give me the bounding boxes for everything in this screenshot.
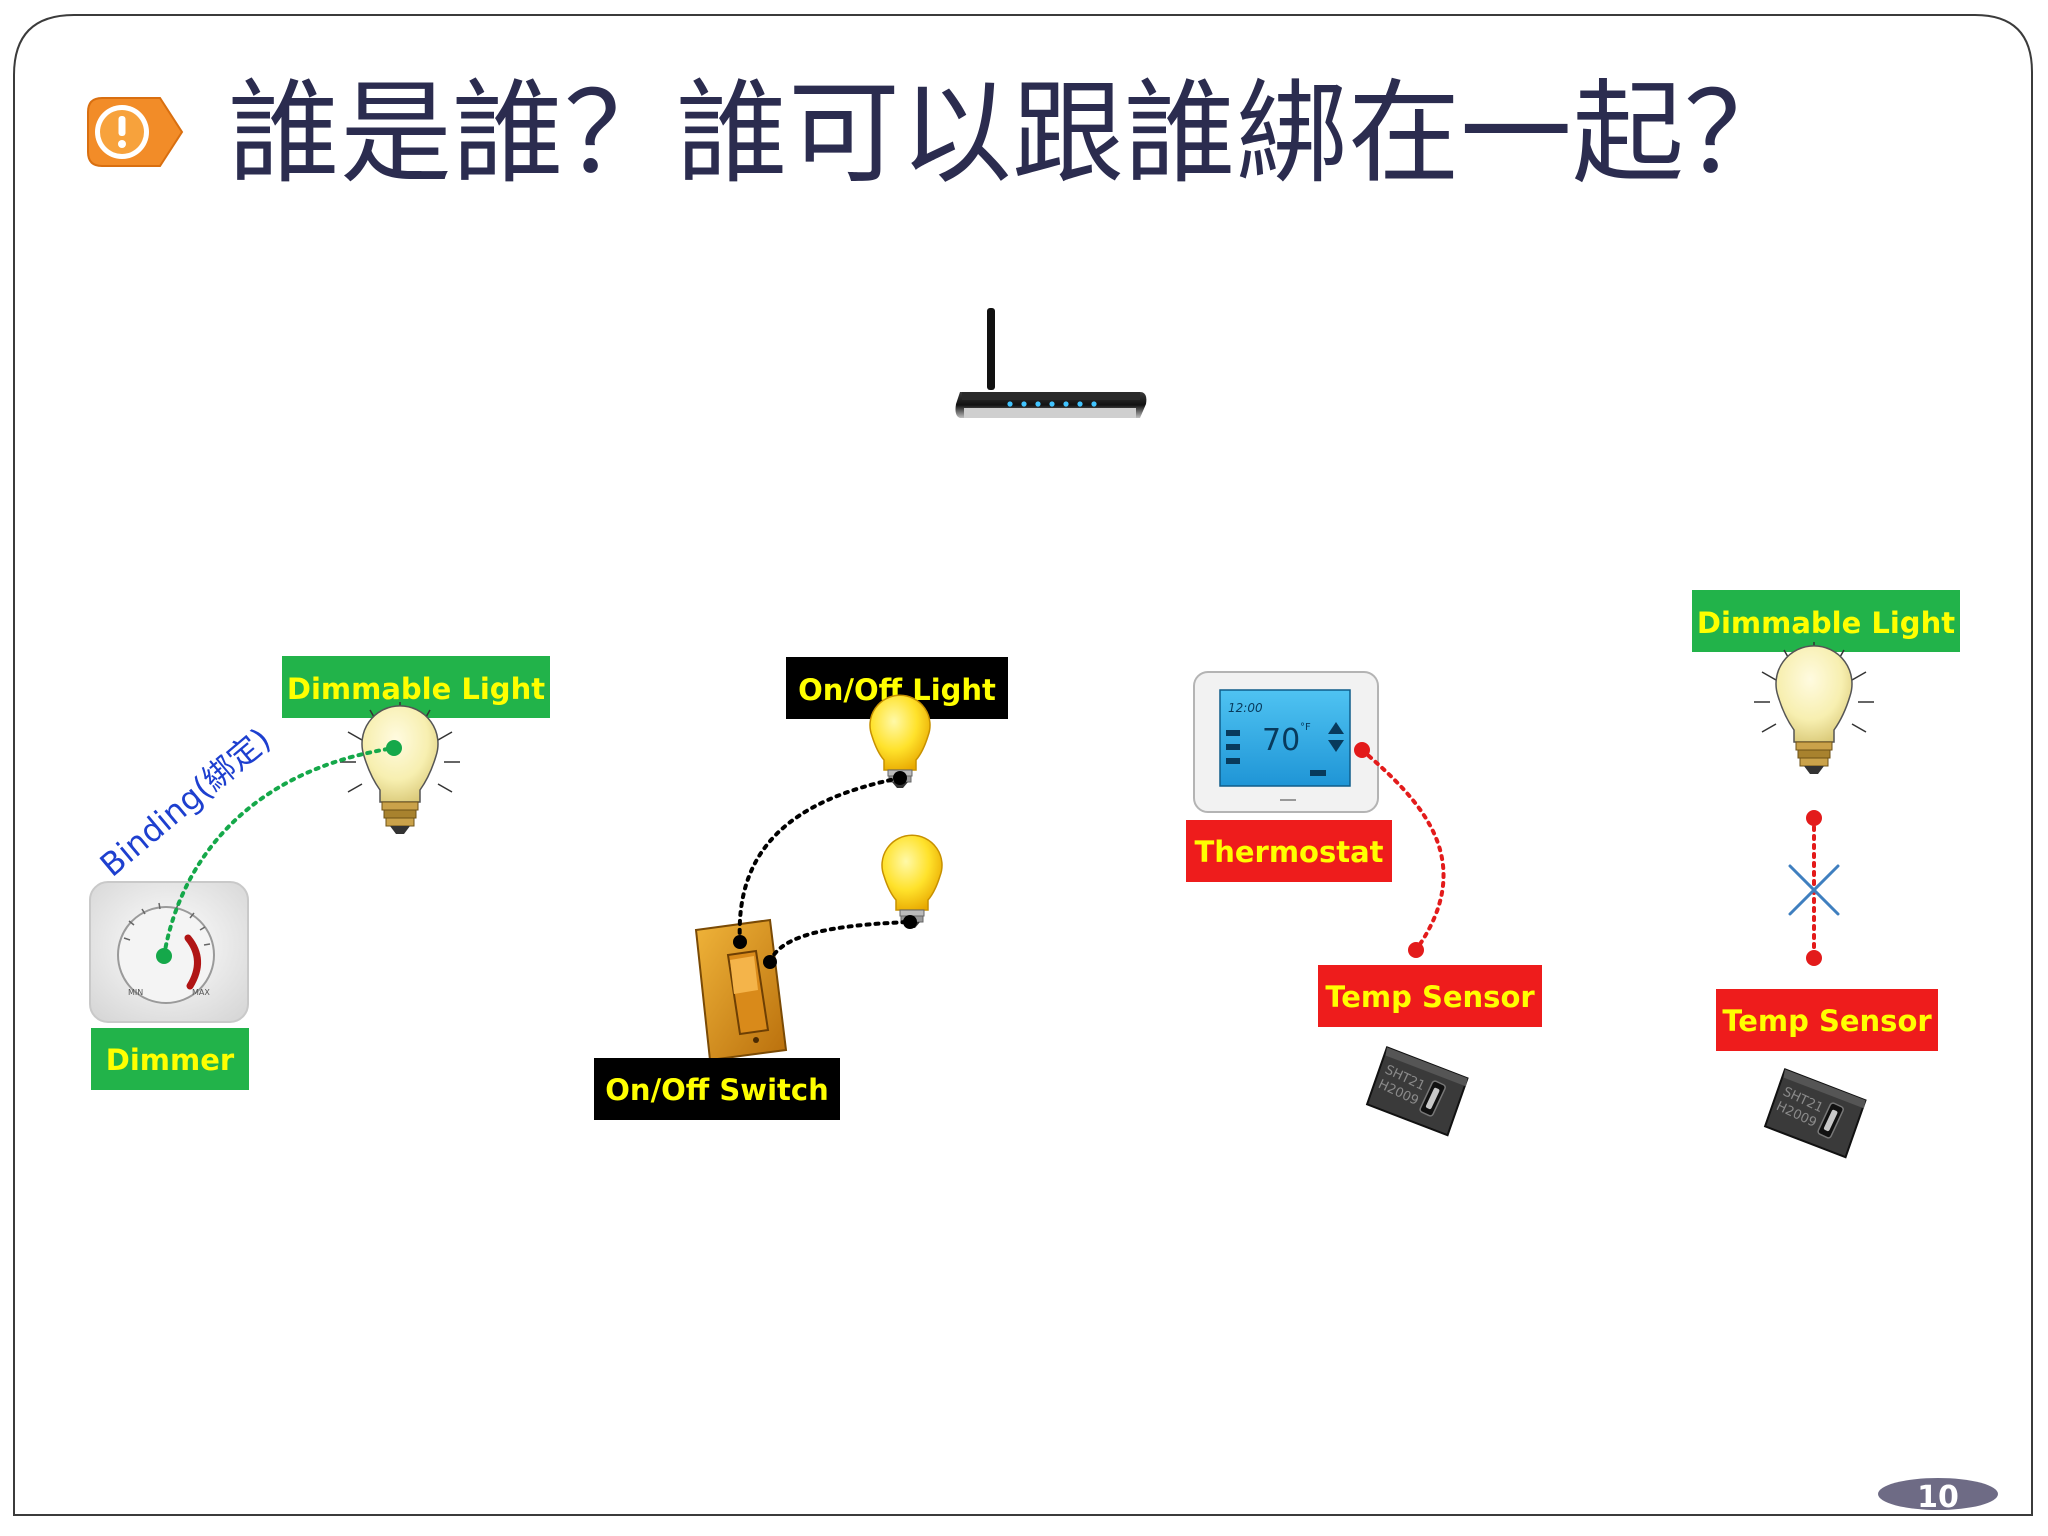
router-icon — [955, 308, 1147, 418]
sensor-chip-icon: SHT21 H2009 — [1763, 1068, 1867, 1159]
switch-endpoint-1 — [733, 935, 747, 949]
dimmable-light-label-right: Dimmable Light — [1692, 590, 1960, 652]
dimmable-light-label-left: Dimmable Light — [282, 656, 550, 718]
temp-sensor-text-middle: Temp Sensor — [1325, 980, 1535, 1014]
binding-link — [162, 746, 396, 958]
binding-text: Binding(綁定) — [93, 720, 278, 884]
binding-endpoint-light — [386, 740, 402, 756]
switch-link-2 — [768, 920, 912, 964]
switch-endpoint-2 — [763, 955, 777, 969]
onoff-switch-text: On/Off Switch — [605, 1073, 828, 1107]
light-endpoint-2 — [903, 915, 917, 929]
sensor-chip-icon: SHT21 H2009 — [1365, 1046, 1469, 1137]
dimmer-label: Dimmer — [91, 1028, 249, 1090]
dimmer-text: Dimmer — [106, 1043, 235, 1077]
binding-endpoint-dimmer — [156, 948, 172, 964]
temp-sensor-label-middle: Temp Sensor — [1318, 965, 1542, 1027]
thermostat-temp: 70 — [1262, 723, 1300, 758]
thermostat-icon: 12:00 70 °F — [1193, 671, 1379, 813]
svg-text:MAX: MAX — [192, 988, 210, 997]
switch-icon — [694, 918, 788, 1062]
bulb-icon — [881, 834, 943, 928]
slide-border — [13, 14, 2033, 1516]
thermostat-unit: °F — [1300, 722, 1311, 733]
no-binding-endpoint-top — [1806, 810, 1822, 826]
no-binding-endpoint-bottom — [1806, 950, 1822, 966]
dimmable-light-text-right: Dimmable Light — [1697, 606, 1955, 640]
thermostat-endpoint — [1354, 742, 1370, 758]
switch-link-1 — [737, 776, 902, 944]
temp-sensor-label-right: Temp Sensor — [1716, 989, 1938, 1051]
sensor-endpoint — [1408, 942, 1424, 958]
alert-tag-icon — [87, 97, 184, 167]
cross-icon — [1788, 864, 1840, 916]
onoff-switch-label: On/Off Switch — [594, 1058, 840, 1120]
thermostat-label: Thermostat — [1186, 820, 1392, 882]
onoff-light-label: On/Off Light — [786, 657, 1008, 719]
temp-sensor-text-right: Temp Sensor — [1722, 1004, 1932, 1038]
bulb-icon — [1754, 642, 1874, 774]
slide-title: 誰是誰？誰可以跟誰綁在一起？ — [228, 69, 1796, 199]
light-endpoint-1 — [893, 771, 907, 785]
thermostat-link — [1360, 748, 1446, 952]
bulb-icon — [340, 702, 460, 834]
thermostat-text: Thermostat — [1194, 835, 1383, 869]
dimmable-light-text-left: Dimmable Light — [287, 672, 545, 706]
page-number-badge: 10 — [1878, 1478, 1998, 1515]
page-number: 10 — [1917, 1480, 1959, 1515]
thermostat-time: 12:00 — [1228, 701, 1263, 715]
svg-text:MIN: MIN — [128, 988, 143, 997]
